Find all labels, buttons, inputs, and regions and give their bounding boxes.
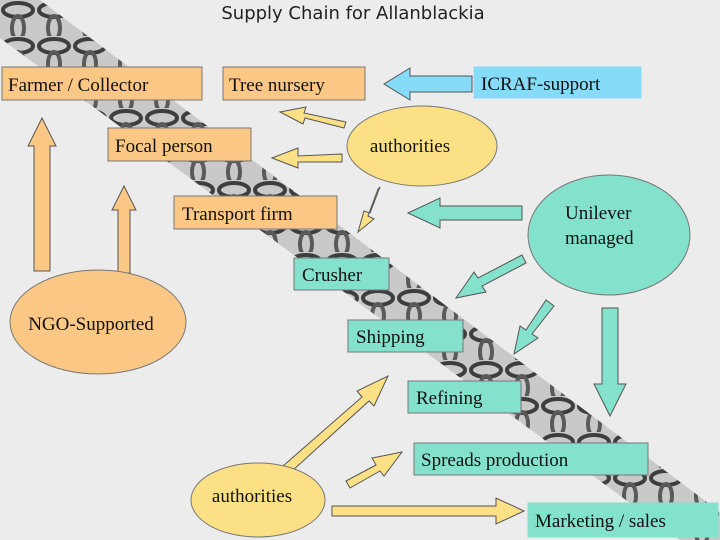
node-refining: Refining — [407, 380, 522, 414]
node-spreads-production: Spreads production — [413, 442, 649, 476]
arrow-unilever-to-transport — [406, 197, 523, 229]
arrow-unilever-to-crusher — [454, 254, 527, 299]
arrow-unilever-to-marketing — [593, 307, 627, 418]
node-authorities-top: authorities — [346, 105, 498, 187]
node-farmer-collector: Farmer / Collector — [1, 66, 203, 101]
node-authorities-bottom-label: authorities — [212, 486, 292, 507]
diagram-title: Supply Chain for Allanblackia — [221, 3, 484, 24]
arrow-authorities-to-spreads — [345, 451, 404, 489]
arrow-authorities-to-transport — [357, 186, 381, 234]
arrow-authorities-to-nursery — [278, 106, 347, 129]
node-crusher: Crusher — [293, 257, 390, 291]
node-transport-firm-label: Transport firm — [182, 204, 293, 225]
node-tree-nursery-label: Tree nursery — [229, 75, 325, 96]
node-authorities-top-label: authorities — [370, 136, 450, 157]
node-unilever-label-line2: managed — [565, 228, 634, 249]
node-unilever-managed: Unilever managed — [527, 174, 691, 296]
node-focal-person-label: Focal person — [115, 136, 213, 157]
node-ngo-supported: NGO-Supported — [9, 269, 187, 375]
arrow-up-large — [27, 116, 57, 272]
node-refining-label: Refining — [416, 388, 483, 409]
arrow-icraf-to-nursery — [383, 67, 473, 101]
node-unilever-label-line1: Unilever — [565, 203, 632, 224]
arrow-authorities-to-shipping — [282, 374, 390, 473]
node-icraf-support-label: ICRAF-support — [481, 74, 601, 95]
node-marketing-sales: Marketing / sales — [527, 502, 719, 538]
arrow-authorities-to-marketing — [331, 497, 526, 525]
node-transport-firm: Transport firm — [173, 195, 338, 230]
arrow-authorities-to-focal — [270, 147, 343, 169]
node-shipping: Shipping — [347, 319, 464, 353]
node-ngo-supported-label: NGO-Supported — [28, 314, 154, 335]
arrow-unilever-to-shipping — [513, 299, 555, 356]
node-authorities-bottom: authorities — [190, 462, 326, 538]
node-marketing-sales-label: Marketing / sales — [535, 511, 666, 532]
node-crusher-label: Crusher — [302, 265, 363, 286]
node-farmer-collector-label: Farmer / Collector — [8, 75, 149, 96]
node-spreads-production-label: Spreads production — [421, 450, 569, 471]
node-tree-nursery: Tree nursery — [222, 66, 366, 101]
node-icraf-support: ICRAF-support — [473, 66, 642, 99]
node-shipping-label: Shipping — [356, 327, 425, 348]
node-focal-person: Focal person — [107, 127, 252, 162]
arrow-up-small — [111, 184, 137, 274]
